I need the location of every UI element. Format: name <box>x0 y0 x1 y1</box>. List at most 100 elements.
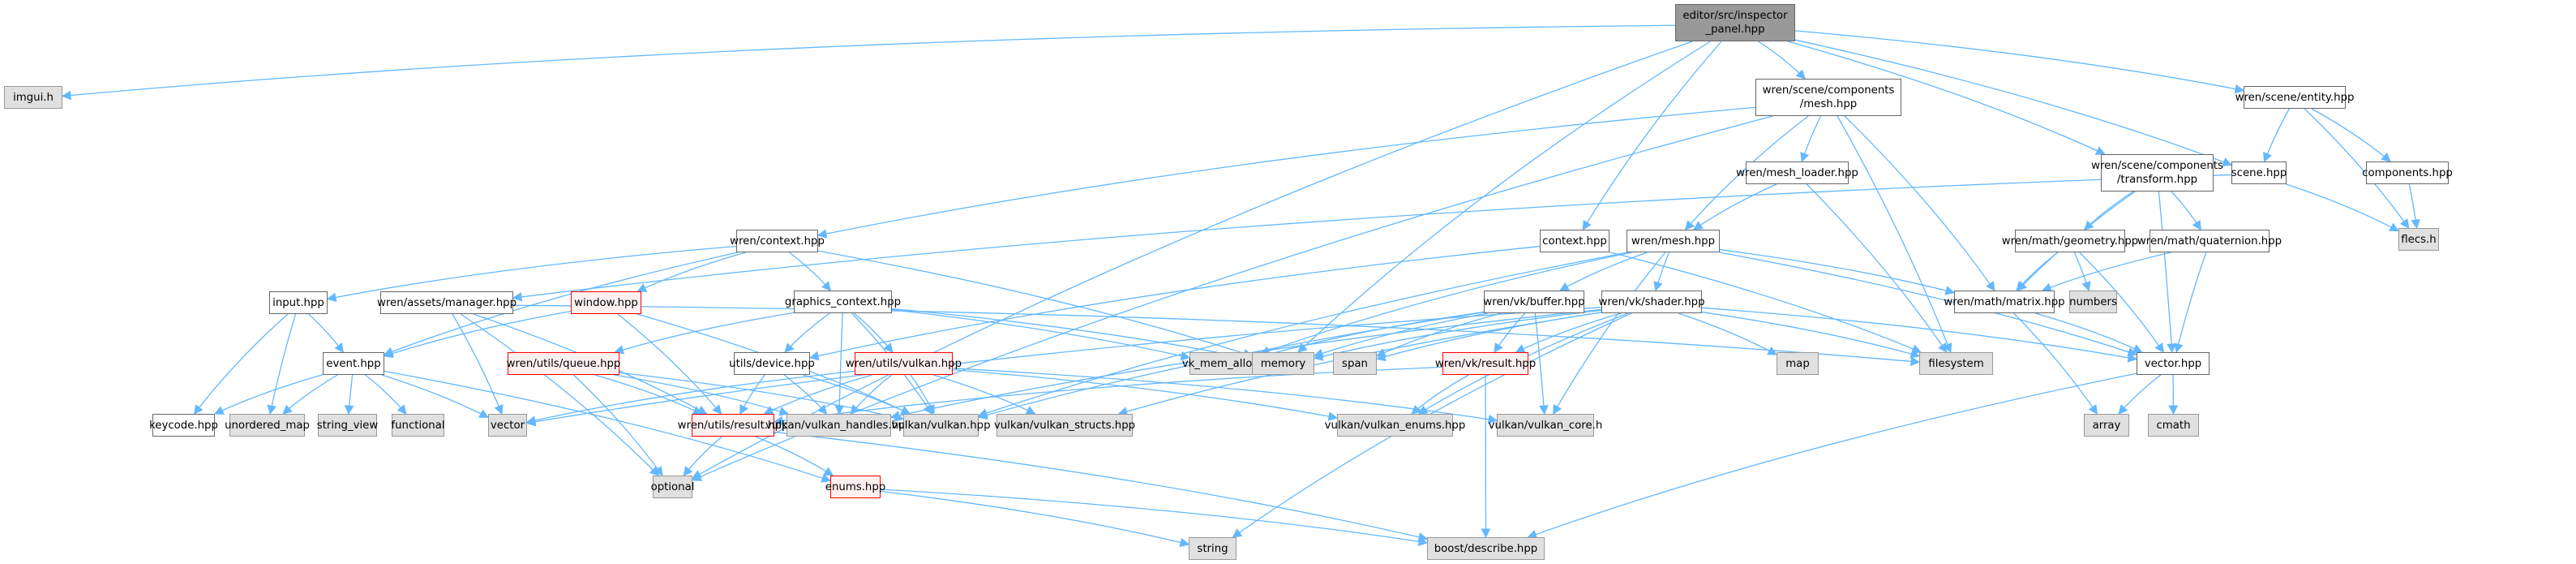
node-assets-manager[interactable]: wren/assets/manager.hpp <box>377 291 516 314</box>
edge-transform-to-geometry <box>2084 191 2134 230</box>
node-queue[interactable]: wren/utils/queue.hpp <box>507 352 620 375</box>
edge-wren_mesh-to-vulkan_hpp <box>977 252 1628 418</box>
node-context[interactable]: context.hpp <box>1540 230 1609 252</box>
node-span[interactable]: span <box>1333 352 1377 375</box>
edge-entity-to-components <box>2311 108 2391 162</box>
node-keycode[interactable]: keycode.hpp <box>149 414 218 437</box>
edge-input-to-unordered_map <box>267 313 297 415</box>
edge-matrix-to-vector_hpp <box>2035 312 2143 353</box>
node-vector-hpp[interactable]: vector.hpp <box>2137 352 2210 375</box>
node-vk-result[interactable]: wren/vk/result.hpp <box>1435 352 1536 375</box>
node-window[interactable]: window.hpp <box>571 291 641 314</box>
edge-vk_shader-to-filesystem <box>1701 311 1921 359</box>
edge-wren_mesh-to-vk_shader <box>1653 252 1670 292</box>
edge-graphics_context-to-vk_mem_alloc <box>891 309 1191 361</box>
node-mesh-comp[interactable]: wren/scene/components /mesh.hpp <box>1755 79 1901 116</box>
edge-vector_hpp-to-array <box>2118 374 2162 415</box>
edge-geometry-to-numbers <box>2073 252 2091 292</box>
edge-vk_result-to-vulkan_enums <box>1411 374 1469 415</box>
edge-vk_buffer-to-memory <box>1313 312 1489 358</box>
node-wren-mesh[interactable]: wren/mesh.hpp <box>1627 230 1720 252</box>
edge-components-to-flecs <box>2408 183 2420 230</box>
node-vk-buffer[interactable]: wren/vk/buffer.hpp <box>1483 291 1585 313</box>
node-imgui[interactable]: imgui.h <box>4 86 62 109</box>
edge-wren_mesh-to-matrix <box>1719 248 1956 295</box>
node-functional[interactable]: functional <box>391 414 445 437</box>
edge-transform-to-quaternion <box>2171 191 2201 230</box>
node-root[interactable]: editor/src/inspector _panel.hpp <box>1675 4 1795 41</box>
node-array[interactable]: array <box>2084 414 2129 437</box>
node-cmath[interactable]: cmath <box>2148 414 2199 437</box>
node-optional[interactable]: optional <box>651 476 694 498</box>
edge-queue-to-utils_result <box>594 374 703 415</box>
node-vk-shader[interactable]: wren/vk/shader.hpp <box>1598 291 1705 313</box>
edge-geometry-to-matrix <box>2016 252 2059 291</box>
node-flecs[interactable]: flecs.h <box>2398 228 2439 251</box>
edge-wren_mesh-to-vulkan_core <box>1553 252 1666 415</box>
node-vk-mem-alloc[interactable]: vk_mem_alloc.h <box>1182 352 1268 375</box>
edge-root-to-optional <box>691 41 1693 479</box>
node-geometry[interactable]: wren/math/geometry.hpp <box>2002 230 2138 252</box>
edge-utils_vulkan-to-vulkan_core <box>952 368 1498 424</box>
node-vulkan-core[interactable]: vulkan/vulkan_core.h <box>1489 414 1602 437</box>
edge-graphics_context-to-queue <box>614 312 795 355</box>
edge-mesh_comp-to-mesh_loader <box>1800 115 1822 163</box>
edge-vk_buffer-to-vulkan_core <box>1534 312 1549 415</box>
edge-utils_result-to-optional <box>683 436 722 476</box>
node-utils-result[interactable]: wren/utils/result.hpp <box>678 414 788 437</box>
node-map[interactable]: map <box>1777 352 1819 375</box>
node-entity[interactable]: wren/scene/entity.hpp <box>2235 86 2354 109</box>
edge-root-to-mesh_comp <box>1758 41 1807 80</box>
edge-vk_shader-to-vk_result <box>1515 312 1622 353</box>
edge-device-to-vulkan_hpp <box>803 374 911 415</box>
node-wren-context[interactable]: wren/context.hpp <box>730 230 825 252</box>
node-vulkan-enums[interactable]: vulkan/vulkan_enums.hpp <box>1325 414 1465 437</box>
node-numbers[interactable]: numbers <box>2069 291 2117 313</box>
edge-event-to-vector <box>381 374 490 418</box>
edge-enums-to-string <box>880 490 1190 548</box>
node-event[interactable]: event.hpp <box>323 352 384 375</box>
node-graphics-context[interactable]: graphics_context.hpp <box>785 291 901 313</box>
node-vulkan-structs[interactable]: vulkan/vulkan_structs.hpp <box>994 414 1135 437</box>
edge-wren_mesh-to-vk_buffer <box>1558 252 1648 291</box>
node-enums[interactable]: enums.hpp <box>825 476 885 498</box>
node-mesh-loader[interactable]: wren/mesh_loader.hpp <box>1736 161 1858 184</box>
edge-matrix-to-array <box>2013 312 2098 415</box>
node-components[interactable]: components.hpp <box>2362 161 2453 184</box>
edge-event-to-string_view <box>344 374 354 415</box>
node-input[interactable]: input.hpp <box>269 291 328 314</box>
node-filesystem[interactable]: filesystem <box>1919 352 1993 375</box>
edge-quaternion-to-matrix <box>2042 252 2171 292</box>
edge-assets_manager-to-optional <box>460 313 660 476</box>
edge-quaternion-to-vector_hpp <box>2174 252 2207 354</box>
node-device[interactable]: utils/device.hpp <box>729 352 815 375</box>
edge-event-to-functional <box>365 374 407 415</box>
edge-queue-to-vulkan_hpp <box>619 372 905 422</box>
edge-utils_vulkan-to-vulkan_structs <box>932 374 1036 415</box>
edge-mesh_comp-to-wren_context <box>817 106 1756 239</box>
node-vulkan-handles[interactable]: vulkan/vulkan_handles.hpp <box>765 414 912 437</box>
edge-transform-to-vector_hpp <box>2158 191 2176 354</box>
edge-mesh_loader-to-filesystem <box>1806 183 1948 353</box>
node-unordered-map[interactable]: unordered_map <box>225 414 310 437</box>
edge-graphics_context-to-device <box>784 312 830 353</box>
edge-utils_vulkan-to-vulkan_handles <box>850 374 893 415</box>
edge-mesh_comp-to-matrix <box>1844 115 1995 291</box>
node-describe[interactable]: boost/describe.hpp <box>1427 537 1545 560</box>
node-string[interactable]: string <box>1189 537 1237 560</box>
edge-input-to-event <box>308 313 345 353</box>
node-string-view[interactable]: string_view <box>317 414 378 437</box>
edge-scene-to-flecs <box>2286 183 2400 232</box>
node-vulkan-hpp[interactable]: vulkan/vulkan.hpp <box>891 414 991 437</box>
node-scene[interactable]: scene.hpp <box>2231 161 2287 184</box>
node-vector[interactable]: vector <box>488 414 527 437</box>
node-quaternion[interactable]: wren/math/quaternion.hpp <box>2137 230 2282 252</box>
edge-graphics_context-to-utils_vulkan <box>853 312 894 353</box>
node-matrix[interactable]: wren/math/matrix.hpp <box>1944 291 2065 313</box>
edge-queue-to-vulkan_handles <box>614 374 790 416</box>
node-memory[interactable]: memory <box>1252 352 1314 375</box>
node-transform[interactable]: wren/scene/components /transform.hpp <box>2091 154 2223 192</box>
edge-vk_buffer-to-vk_result <box>1494 312 1526 353</box>
node-utils-vulkan[interactable]: wren/utils/vulkan.hpp <box>846 352 962 375</box>
